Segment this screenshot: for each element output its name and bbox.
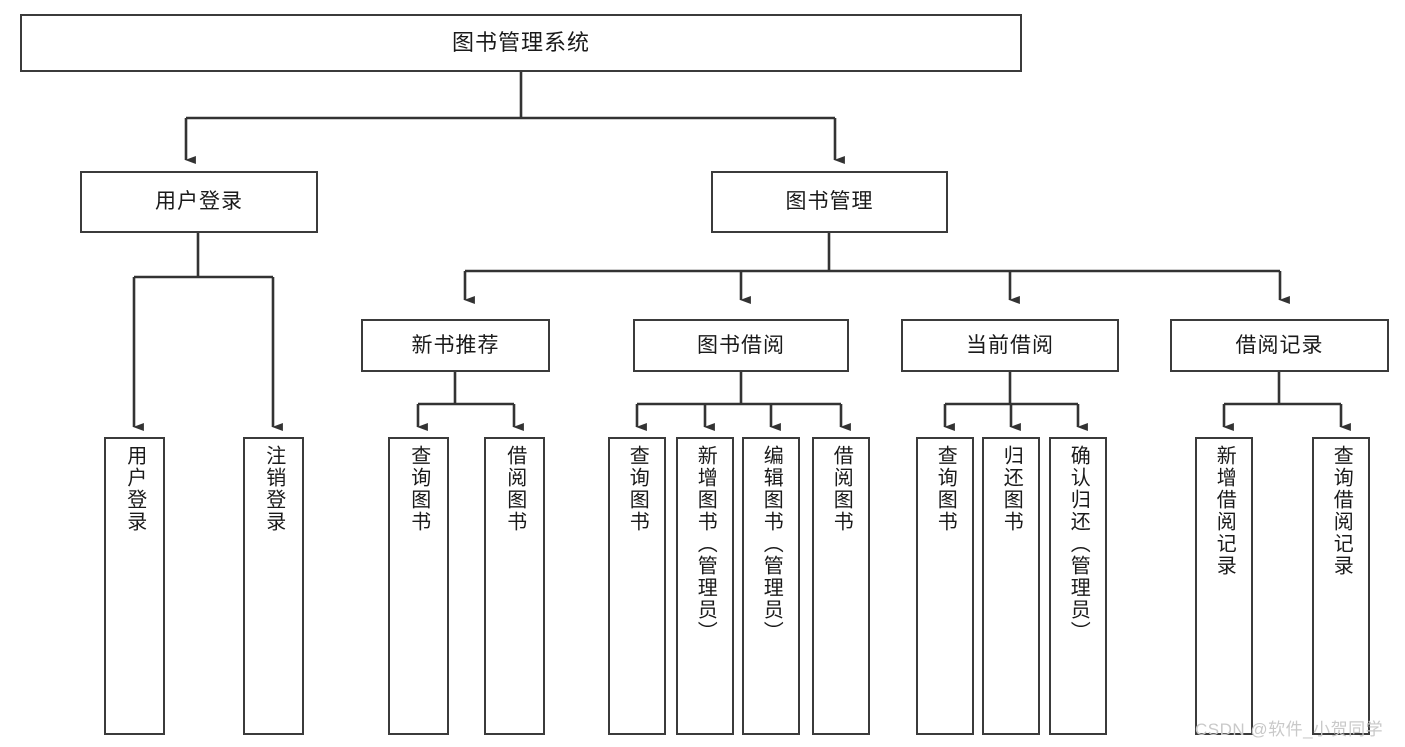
node-user-login[interactable]: 用户登录 [80, 171, 318, 233]
node-new-book-recommend[interactable]: 新书推荐 [361, 319, 550, 372]
node-leaf-recommend-borrow-book-label: 借阅图书 [503, 445, 526, 533]
node-borrow-records-label: 借阅记录 [1235, 333, 1324, 357]
node-leaf-borrow-add-book[interactable]: 新增图书（管理员） [676, 437, 734, 735]
node-book-borrow-label: 图书借阅 [697, 333, 785, 357]
node-leaf-records-query[interactable]: 查询借阅记录 [1312, 437, 1370, 735]
node-leaf-records-add-label: 新增借阅记录 [1213, 445, 1236, 577]
node-book-management[interactable]: 图书管理 [711, 171, 948, 233]
node-leaf-borrow-edit-book[interactable]: 编辑图书（管理员） [742, 437, 800, 735]
node-leaf-logout-label: 注销登录 [262, 445, 285, 533]
node-leaf-current-query-book-label: 查询图书 [934, 445, 957, 533]
node-new-book-recommend-label: 新书推荐 [411, 333, 500, 357]
node-leaf-records-add[interactable]: 新增借阅记录 [1195, 437, 1253, 735]
node-root-label: 图书管理系统 [451, 29, 590, 55]
node-leaf-borrow-query-book-label: 查询图书 [626, 445, 649, 533]
node-leaf-recommend-query-book-label: 查询图书 [407, 445, 430, 533]
node-root[interactable]: 图书管理系统 [20, 14, 1022, 72]
node-leaf-borrow-add-book-label: 新增图书（管理员） [694, 445, 717, 643]
node-leaf-current-confirm-return-label: 确认归还（管理员） [1067, 445, 1090, 643]
node-borrow-records[interactable]: 借阅记录 [1170, 319, 1389, 372]
node-current-borrow-label: 当前借阅 [966, 333, 1054, 357]
node-leaf-borrow-borrow-book[interactable]: 借阅图书 [812, 437, 870, 735]
node-leaf-borrow-query-book[interactable]: 查询图书 [608, 437, 666, 735]
csdn-watermark: CSDN @软件_小贺同学 [1195, 720, 1384, 739]
node-leaf-current-query-book[interactable]: 查询图书 [916, 437, 974, 735]
node-user-login-label: 用户登录 [155, 190, 243, 214]
node-leaf-user-login-label: 用户登录 [123, 445, 146, 533]
node-book-management-label: 图书管理 [785, 190, 874, 214]
node-leaf-current-return-book-label: 归还图书 [1000, 445, 1023, 533]
node-leaf-borrow-edit-book-label: 编辑图书（管理员） [760, 445, 783, 643]
node-leaf-recommend-borrow-book[interactable]: 借阅图书 [484, 437, 545, 735]
node-leaf-records-query-label: 查询借阅记录 [1330, 445, 1353, 577]
node-leaf-current-return-book[interactable]: 归还图书 [982, 437, 1040, 735]
node-book-borrow[interactable]: 图书借阅 [633, 319, 849, 372]
node-leaf-logout[interactable]: 注销登录 [243, 437, 304, 735]
node-current-borrow[interactable]: 当前借阅 [901, 319, 1119, 372]
node-leaf-user-login[interactable]: 用户登录 [104, 437, 165, 735]
node-leaf-current-confirm-return[interactable]: 确认归还（管理员） [1049, 437, 1107, 735]
node-leaf-recommend-query-book[interactable]: 查询图书 [388, 437, 449, 735]
node-leaf-borrow-borrow-book-label: 借阅图书 [830, 445, 853, 533]
